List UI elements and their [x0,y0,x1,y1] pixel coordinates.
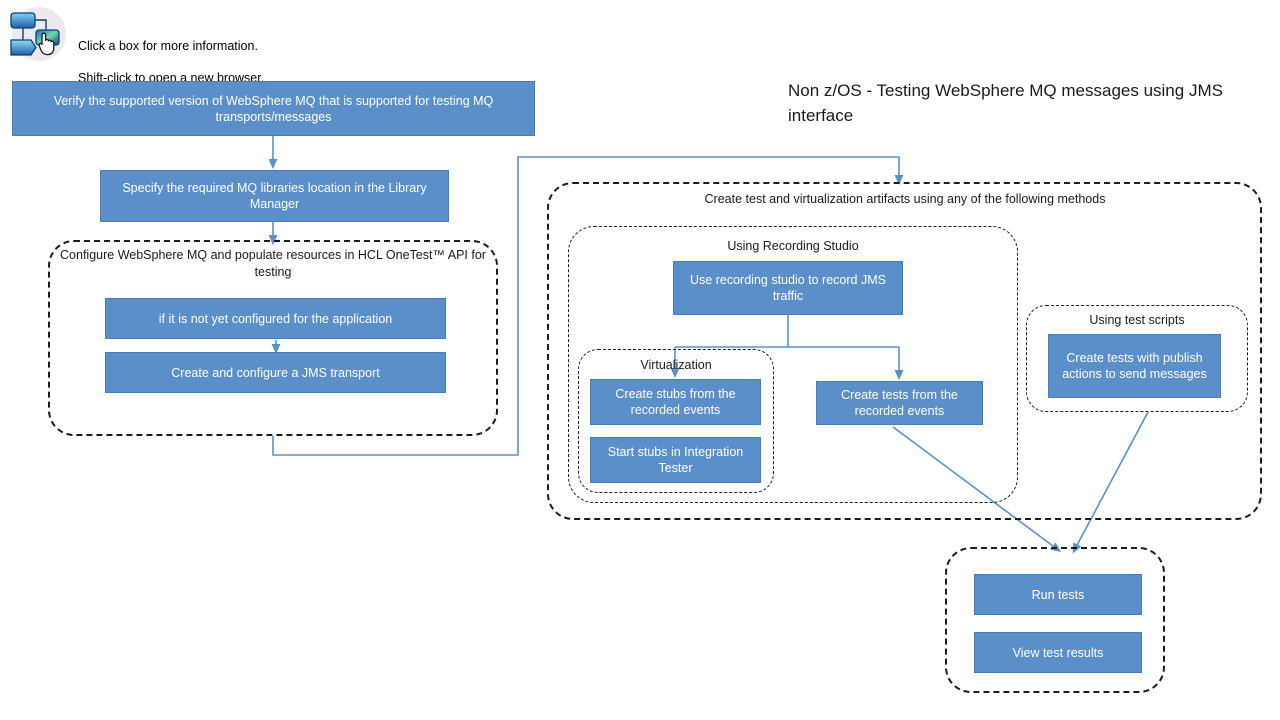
box-specify-libraries[interactable]: Specify the required MQ libraries locati… [100,170,449,222]
box-create-stubs[interactable]: Create stubs from the recorded events [590,379,761,425]
box-use-recording-studio[interactable]: Use recording studio to record JMS traff… [673,261,903,315]
group-virtualization[interactable] [578,349,774,493]
hint-line-1: Click a box for more information. [78,39,258,53]
box-not-configured[interactable]: if it is not yet configured for the appl… [105,298,446,339]
flowchart-click-icon [6,4,70,66]
group-using-test-scripts[interactable] [1026,305,1248,412]
box-create-tests-from-recorded[interactable]: Create tests from the recorded events [816,381,983,425]
group-create-artifacts[interactable] [547,182,1262,520]
group-configure-mq-label: Configure WebSphere MQ and populate reso… [60,248,486,279]
box-view-test-results[interactable]: View test results [974,632,1142,673]
group-create-artifacts-label: Create test and virtualization artifacts… [704,192,1106,206]
box-run-tests[interactable]: Run tests [974,574,1142,615]
group-using-recording-studio[interactable] [568,226,1018,503]
box-verify-version[interactable]: Verify the supported version of WebSpher… [12,81,535,136]
hint-bar: Click a box for more information. Shift-… [0,0,1280,85]
group-using-recording-studio-label: Using Recording Studio [727,239,859,253]
group-virtualization-label: Virtualization [640,358,712,372]
page-title: Non z/OS - Testing WebSphere MQ messages… [788,81,1223,125]
box-start-stubs[interactable]: Start stubs in Integration Tester [590,437,761,483]
box-create-tests-publish[interactable]: Create tests with publish actions to sen… [1048,334,1221,398]
group-using-test-scripts-label: Using test scripts [1089,313,1185,327]
group-configure-mq[interactable] [48,240,498,436]
box-create-jms-transport[interactable]: Create and configure a JMS transport [105,352,446,393]
group-results[interactable] [945,547,1165,693]
